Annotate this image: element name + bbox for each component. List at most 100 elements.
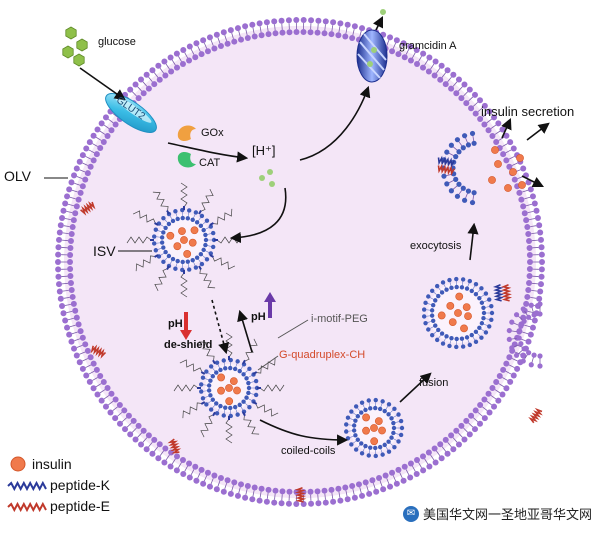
lipid-head [149,67,155,73]
lipid-head [420,65,426,71]
proton-dot [380,9,386,15]
lipid-head [168,68,174,74]
lipid-head [461,277,465,281]
lipid-head [59,303,65,309]
lipid-head [439,63,445,69]
lipid-head [401,478,407,484]
lipid-head [470,289,474,293]
lipid-head [396,439,400,443]
lipid-head [444,334,448,338]
lipid-head [525,287,531,293]
lipid-head [352,495,358,501]
lipid-head [479,335,483,339]
lipid-head [517,335,522,340]
lipid-head [516,190,522,196]
lipid-head [215,360,219,364]
lipid-head [537,353,542,358]
lipid-head [453,177,458,182]
lipid-head [448,432,454,438]
lipid-head [64,325,70,331]
lipid-head [366,491,372,497]
lipid-head [95,126,101,132]
lipid-head [200,214,204,218]
lipid-head [103,114,109,120]
lipid-head [152,241,156,245]
lipid-head [271,18,277,24]
lipid-head [342,34,348,40]
lipid-head [462,198,467,203]
lipid-head [527,252,533,258]
lipid-head [468,279,472,283]
lipid-head [328,31,334,37]
lipid-head [112,415,118,421]
lipid-head [225,477,231,483]
insulin-particle [494,160,501,167]
insulin-particle [180,236,187,243]
lipid-head [71,301,77,307]
lipid-head [380,399,384,403]
lipid-head [523,217,529,223]
lipid-head [252,34,258,40]
lipid-head [539,266,545,272]
lipid-head [481,122,487,128]
lipid-head [458,423,464,429]
lipid-head [389,435,393,439]
lipid-head [386,439,390,443]
lipid-head [238,37,244,43]
lipid-head [57,230,63,236]
lipid-head [402,54,408,60]
lipid-head [191,218,195,222]
lipid-head [402,464,408,470]
lipid-head [207,34,213,40]
lipid-head [420,453,426,459]
lipid-head [187,44,193,50]
insulin-particle [226,398,233,405]
lipid-head [468,105,474,111]
lipid-head [522,210,528,216]
lipid-head [389,416,393,420]
lipid-head [173,267,177,271]
lipid-head [60,208,66,214]
lipid-head [161,459,167,465]
lipid-head [207,388,211,392]
lipid-head [201,375,205,379]
lipid-head [193,478,199,484]
lipid-head [205,257,209,261]
lipid-head [203,233,207,237]
label-cat: CAT [199,158,220,169]
lipid-head [68,339,74,345]
lipid-head [222,413,226,417]
insulin-particle [518,181,525,188]
lipid-head [161,260,165,264]
lipid-head [470,200,475,205]
lipid-head [512,177,518,183]
lipid-head [461,437,467,443]
lipid-head [518,341,523,346]
lipid-head [527,259,533,265]
lipid-head [482,415,488,421]
lipid-head [211,245,215,249]
lipid-head [238,403,242,407]
lipid-head [161,230,165,234]
lipid-head [461,81,467,87]
lipid-head [62,317,68,323]
lipid-head [454,345,458,349]
lipid-head [160,240,164,244]
lipid-head [450,72,456,78]
lipid-head [257,20,263,26]
lipid-head [491,404,497,410]
lipid-head [378,407,382,411]
lipid-head [487,409,493,415]
lipid-head [400,426,404,430]
lipid-head [235,493,241,499]
lipid-head [441,174,446,179]
lipid-head [458,95,464,101]
lipid-head [186,259,190,263]
lipid-head [387,484,393,490]
lipid-head [391,421,395,425]
lipid-head [433,323,437,327]
lipid-head [490,311,494,315]
lipid-head [392,407,396,411]
lipid-head [68,280,74,286]
